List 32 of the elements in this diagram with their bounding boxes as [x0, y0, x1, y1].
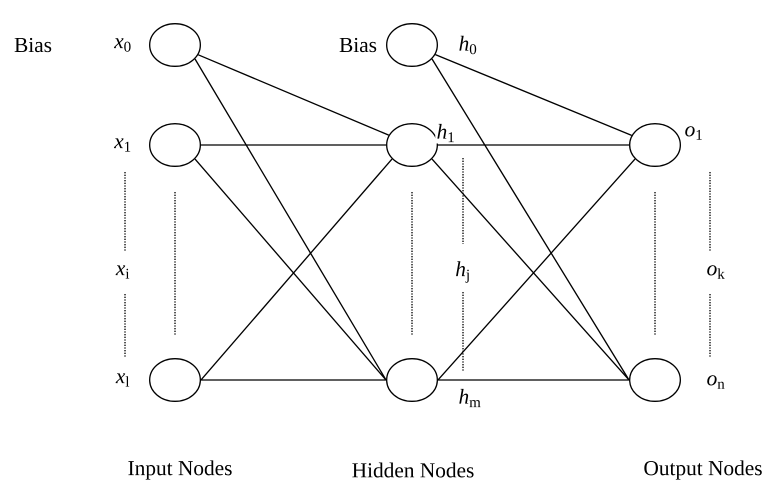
node-label: o$_{k}$ — [707, 265, 725, 279]
node-circle — [629, 123, 681, 167]
layer-label: Output Nodes — [644, 460, 762, 480]
node-label: Bias — [14, 38, 52, 52]
node-circle — [386, 123, 438, 167]
connection-line — [198, 54, 389, 136]
connection-line — [435, 54, 632, 136]
node-label: o$_{1}$ — [685, 126, 702, 140]
connection-line — [201, 144, 386, 146]
connection-line — [438, 144, 629, 146]
layer-label: Hidden Nodes — [352, 462, 474, 478]
connection-line — [201, 379, 386, 381]
node-circle — [629, 358, 681, 402]
node-label: x$_{l}$ — [116, 373, 130, 387]
node-circle — [386, 23, 438, 67]
connection-line — [431, 58, 630, 380]
node-circle — [149, 23, 202, 67]
connection-line — [438, 379, 629, 381]
node-circle — [149, 123, 202, 167]
node-circle — [386, 358, 438, 402]
node-label: o$_{n}$ — [707, 375, 724, 389]
node-label: Bias — [340, 38, 376, 52]
layer-label: Input Nodes — [128, 460, 232, 480]
node-circle — [149, 358, 202, 402]
node-label: h$_{0}$ — [459, 36, 476, 54]
node-label: h$_{j}$ — [456, 261, 469, 283]
node-label: x$_{1}$ — [114, 138, 130, 152]
node-label: x$_{i}$ — [116, 265, 130, 279]
connection-line — [194, 58, 387, 380]
node-label: x$_{0}$ — [114, 38, 131, 52]
node-label: h$_{m}$ — [459, 388, 481, 408]
node-label: h$_{1}$ — [437, 124, 454, 142]
